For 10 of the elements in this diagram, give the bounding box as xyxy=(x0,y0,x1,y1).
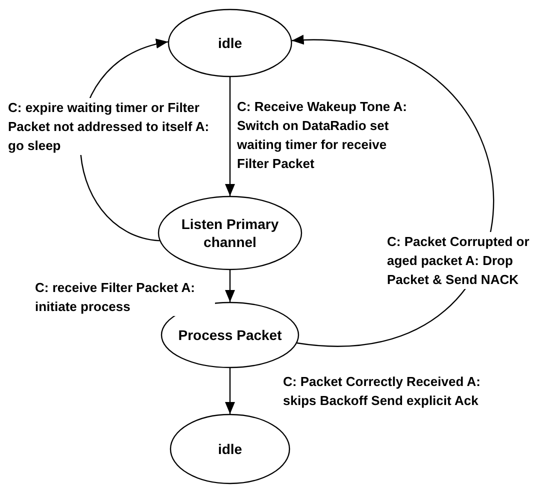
state-name: idle xyxy=(216,34,244,52)
state-ellipse xyxy=(168,9,292,77)
state-name: Listen Primary channel xyxy=(180,215,280,251)
state-ellipse xyxy=(170,414,290,484)
state-name: Process Packet xyxy=(177,326,283,344)
state-ellipse xyxy=(158,196,302,270)
transition-arrow xyxy=(225,368,235,414)
transition-arrow xyxy=(225,270,235,302)
state-name: idle xyxy=(216,440,244,458)
transition-arrow xyxy=(225,77,235,196)
